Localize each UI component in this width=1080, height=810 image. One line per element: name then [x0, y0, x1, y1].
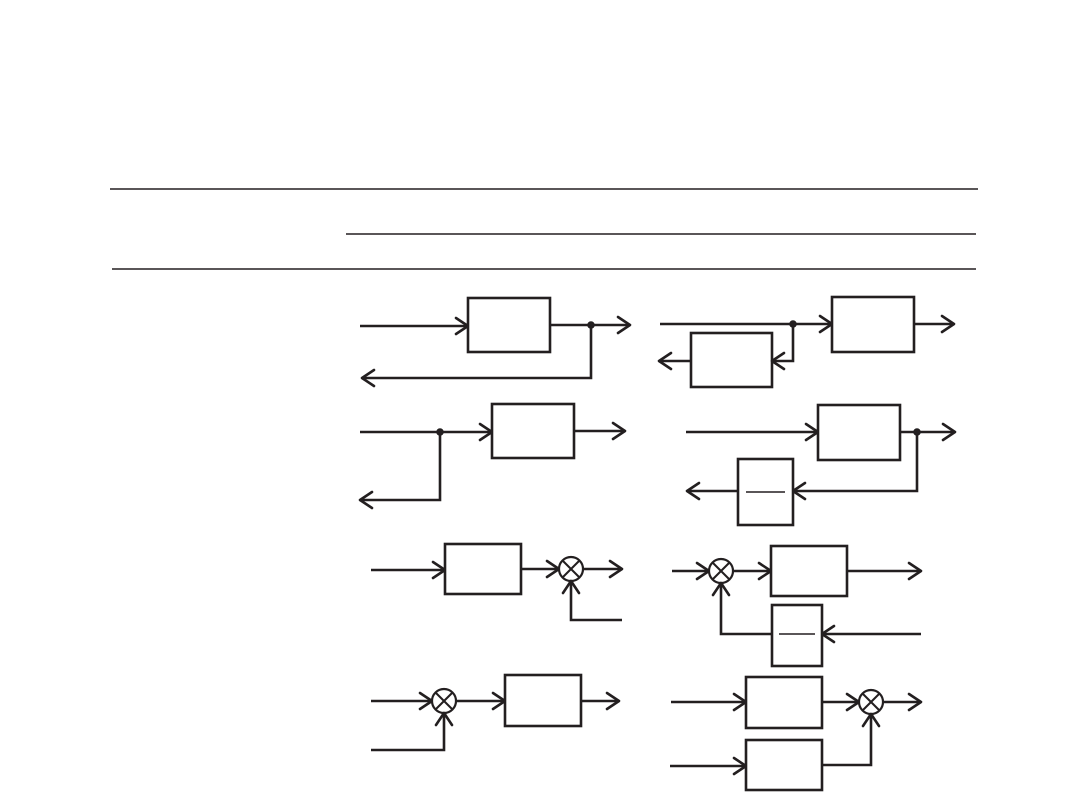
block [769, 544, 849, 598]
row2-right-diagram [685, 403, 957, 527]
row1-right-diagram [657, 295, 956, 389]
row3-left-diagram [371, 542, 624, 622]
row3-right-diagram [672, 544, 923, 668]
summing-junction [857, 688, 885, 716]
block [744, 675, 824, 730]
block [744, 738, 824, 792]
block [490, 402, 576, 460]
row4-right-diagram [670, 675, 923, 792]
block [830, 295, 916, 354]
block [816, 403, 902, 462]
row4-left-diagram [371, 673, 621, 752]
block [503, 673, 583, 728]
inverse-block [770, 603, 824, 668]
block [689, 331, 774, 389]
block [466, 296, 552, 354]
row2-left-diagram [358, 402, 627, 510]
block [443, 542, 523, 596]
summing-junction [430, 687, 458, 715]
summing-junction [707, 557, 735, 585]
summing-junction [557, 555, 585, 583]
row1-left-diagram [360, 296, 632, 388]
